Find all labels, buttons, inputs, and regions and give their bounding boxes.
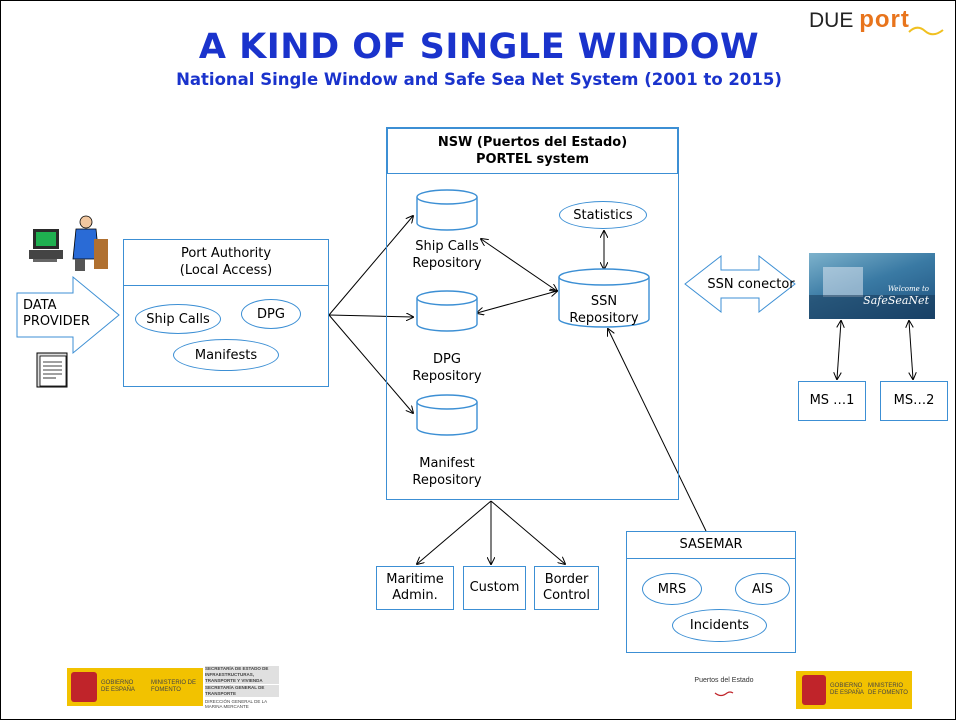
puertos-text: Puertos del Estado <box>694 677 754 684</box>
sasemar-incidents: Incidents <box>672 609 767 642</box>
spain-gov-logo-right: GOBIERNO DE ESPAÑA MINISTERIO DE FOMENTO <box>796 671 912 709</box>
ssn-ms2-arrow <box>909 321 913 379</box>
repo-manifest-label: Manifest Repository <box>407 455 487 489</box>
ms-1-box: MS …1 <box>798 381 866 421</box>
maritime-admin-line2: Admin. <box>392 588 438 603</box>
nsw-to-authorities-arrows <box>417 500 565 564</box>
secretaria-estado-text: SECRETARÍA DE ESTADO DE INFRAESTRUCTURAS… <box>205 666 279 684</box>
safeseanet-image: Welcome to SafeSeaNet <box>809 253 935 319</box>
puertos-del-estado-logo: Puertos del Estado <box>681 677 767 699</box>
repo-ship-calls-label: Ship Calls Repository <box>407 238 487 272</box>
nsw-title: NSW (Puertos del Estado) <box>437 135 628 150</box>
repo-dpg-label: DPG Repository <box>407 351 487 385</box>
ssn-ms1-arrow <box>837 321 841 379</box>
gobierno-text-left: GOBIERNO DE ESPAÑA <box>101 680 135 693</box>
logo-prefix: DUE <box>809 9 854 32</box>
sea-band <box>809 295 935 319</box>
border-control-box: Border Control <box>534 566 599 610</box>
port-authority-subtitle: (Local Access) <box>179 263 273 278</box>
ssn-connector-arrow <box>684 254 796 314</box>
computer-user-icon <box>29 215 108 271</box>
maritime-admin-box: Maritime Admin. <box>376 566 454 610</box>
border-control-line2: Control <box>543 588 590 603</box>
nsw-box: NSW (Puertos del Estado) PORTEL system <box>386 127 679 500</box>
pa-to-repos-arrows <box>328 216 413 413</box>
repo-manifest-line1: Manifest <box>419 456 475 471</box>
document-icon <box>36 352 68 388</box>
port-authority-header: Port Authority (Local Access) <box>124 240 328 286</box>
ministerio-text-left: MINISTERIO DE FOMENTO <box>151 680 197 693</box>
port-authority-title: Port Authority <box>180 246 272 261</box>
nsw-subtitle: PORTEL system <box>475 152 590 167</box>
ministerio-text-right: MINISTERIO DE FOMENTO <box>868 683 908 696</box>
repo-dpg-line1: DPG <box>433 352 461 367</box>
logo-wave-icon <box>908 26 944 36</box>
ssn-repository-label: SSN Repository <box>564 293 644 327</box>
statistics-node: Statistics <box>559 201 647 229</box>
direccion-general-text: DIRECCIÓN GENERAL DE LA MARINA MERCANTE <box>205 699 267 709</box>
maritime-admin-line1: Maritime <box>386 572 444 587</box>
border-control-line1: Border <box>544 572 589 587</box>
sasemar-mrs: MRS <box>642 573 702 605</box>
pa-ship-calls: Ship Calls <box>135 304 221 334</box>
gobierno-text-right: GOBIERNO DE ESPAÑA <box>830 683 864 696</box>
ssn-repo-line1: SSN <box>590 294 618 309</box>
pa-dpg: DPG <box>241 299 301 329</box>
ssn-repo-line2: Repository <box>569 311 639 326</box>
sasemar-title: SASEMAR <box>627 532 795 559</box>
safeseanet-brand: SafeSeaNet <box>863 294 929 307</box>
repository-cylinders <box>416 189 650 436</box>
page-title: A KIND OF SINGLE WINDOW <box>198 27 760 67</box>
safeseanet-welcome: Welcome to <box>887 285 929 293</box>
logo-brand: port <box>859 6 910 33</box>
data-provider-label: DATA PROVIDER <box>23 298 90 330</box>
ssn-connector-label: SSN conector <box>707 277 795 292</box>
coat-of-arms-icon <box>71 672 97 702</box>
data-provider-line1: DATA <box>23 298 57 313</box>
page-subtitle: National Single Window and Safe Sea Net … <box>176 70 782 89</box>
dueport-logo: DUE port <box>809 6 944 36</box>
sasemar-ssn-arrow <box>608 329 707 532</box>
coat-of-arms-icon-right <box>802 675 826 705</box>
ms-2-box: MS…2 <box>880 381 948 421</box>
secretaria-general-text: SECRETARÍA GENERAL DE TRANSPORTE <box>205 685 279 697</box>
custom-box: Custom <box>463 566 526 610</box>
repo-manifest-line2: Repository <box>412 473 482 488</box>
repo-dpg-line2: Repository <box>412 369 482 384</box>
nsw-header: NSW (Puertos del Estado) PORTEL system <box>387 128 678 174</box>
repo-ship-calls-line2: Repository <box>412 256 482 271</box>
ship-silhouette <box>823 267 863 297</box>
sasemar-ais: AIS <box>735 573 790 605</box>
data-provider-line2: PROVIDER <box>23 314 90 329</box>
data-provider-arrow <box>16 275 120 355</box>
repos-to-ssn-arrows <box>477 239 557 313</box>
puertos-wave-icon <box>714 691 734 697</box>
pa-manifests: Manifests <box>173 339 279 371</box>
repo-ship-calls-line1: Ship Calls <box>415 239 479 254</box>
spain-gov-logo-left: GOBIERNO DE ESPAÑA MINISTERIO DE FOMENTO… <box>67 666 279 710</box>
